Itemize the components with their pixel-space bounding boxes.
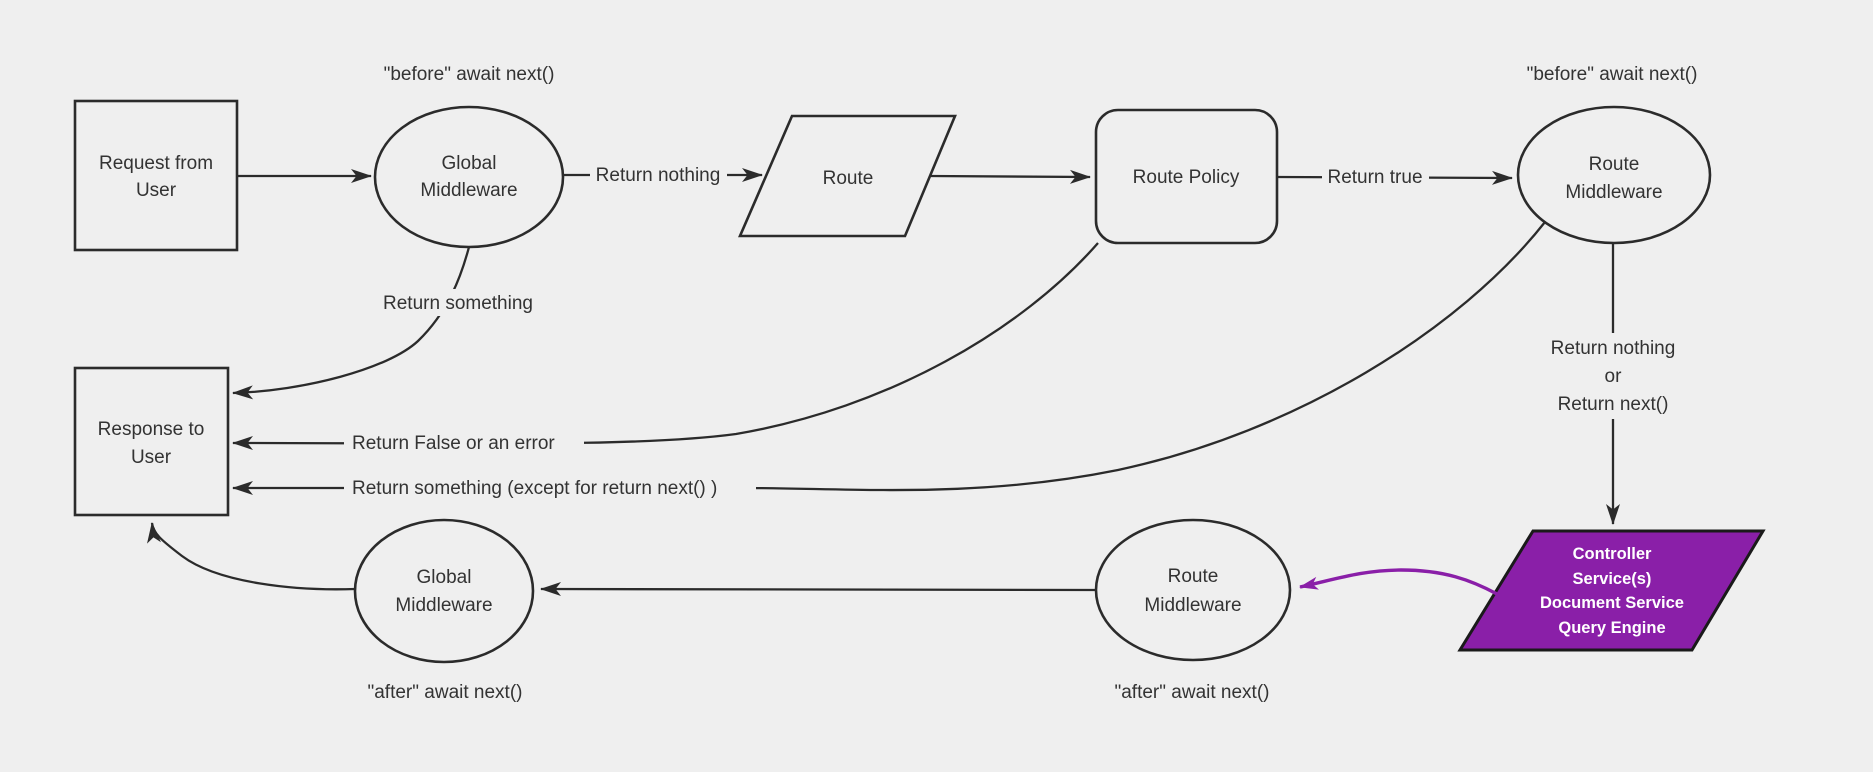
edge-label-return-false-or-error: Return False or an error bbox=[352, 433, 555, 454]
node-label-route-mw-top-line1: Route bbox=[1589, 154, 1640, 175]
edge-return-false-to-response bbox=[232, 242, 1099, 451]
node-label-route-policy: Route Policy bbox=[1133, 167, 1240, 188]
edge-return-something-except-to-response bbox=[232, 221, 1546, 495]
edge-label-return-something: Return something bbox=[383, 293, 533, 314]
node-route-middleware-top bbox=[1516, 105, 1712, 245]
edge-controller-to-route-middleware-bottom bbox=[1299, 568, 1498, 596]
label-bg-return-nothing-or bbox=[1546, 333, 1681, 419]
edge-label-return-nothing-or-line1: Return nothing bbox=[1551, 338, 1676, 359]
node-label-controller-line4: Query Engine bbox=[1558, 619, 1665, 637]
node-label-request-line1: Request from bbox=[99, 153, 213, 174]
node-label-global-mw-bottom-line2: Middleware bbox=[395, 595, 492, 616]
edge-route-to-route-policy bbox=[929, 169, 1091, 184]
node-global-middleware-top bbox=[373, 105, 565, 249]
node-route bbox=[738, 114, 957, 238]
edge-return-something-to-response bbox=[232, 246, 471, 400]
node-label-route-mw-bottom-line2: Middleware bbox=[1144, 595, 1241, 616]
edge-label-return-nothing-or-line2: or bbox=[1605, 366, 1623, 387]
node-label-controller-line3: Document Service bbox=[1540, 594, 1684, 612]
edge-label-return-nothing: Return nothing bbox=[596, 165, 721, 186]
node-request-from-user bbox=[73, 99, 239, 252]
label-bg-return-something-except bbox=[344, 474, 756, 501]
node-label-response-line2: User bbox=[131, 447, 172, 468]
edge-global-middleware-bottom-to-response bbox=[147, 522, 356, 591]
node-label-route: Route bbox=[823, 168, 874, 189]
annotation-before-await-left: "before" await next() bbox=[384, 64, 555, 85]
node-route-middleware-bottom bbox=[1094, 518, 1292, 662]
node-label-global-mw-top-line1: Global bbox=[442, 153, 497, 174]
node-global-middleware-bottom bbox=[353, 518, 535, 664]
node-label-controller-line1: Controller bbox=[1573, 545, 1652, 563]
node-label-global-mw-bottom-line1: Global bbox=[417, 567, 472, 588]
node-label-route-mw-bottom-line1: Route bbox=[1168, 566, 1219, 587]
label-bg-return-nothing bbox=[590, 161, 727, 188]
annotation-before-await-right: "before" await next() bbox=[1527, 64, 1698, 85]
node-label-response-line1: Response to bbox=[98, 419, 205, 440]
edge-label-return-nothing-or-line3: Return next() bbox=[1558, 394, 1669, 415]
node-label-controller-line2: Service(s) bbox=[1573, 570, 1652, 588]
edge-route-middleware-bottom-to-global-middleware-bottom bbox=[540, 582, 1097, 597]
node-response-to-user bbox=[73, 366, 230, 517]
node-label-request-line2: User bbox=[136, 180, 177, 201]
node-label-route-mw-top-line2: Middleware bbox=[1565, 182, 1662, 203]
node-controller-services bbox=[1457, 529, 1766, 652]
node-label-global-mw-top-line2: Middleware bbox=[420, 180, 517, 201]
annotation-after-await-right: "after" await next() bbox=[1115, 682, 1270, 703]
edge-label-return-something-except: Return something (except for return next… bbox=[352, 478, 717, 499]
edge-label-return-true: Return true bbox=[1327, 167, 1422, 188]
label-bg-return-true bbox=[1322, 163, 1429, 190]
label-bg-return-false bbox=[344, 429, 584, 456]
label-bg-return-something bbox=[380, 289, 536, 316]
node-route-policy bbox=[1094, 108, 1279, 245]
annotation-after-await-left: "after" await next() bbox=[368, 682, 523, 703]
